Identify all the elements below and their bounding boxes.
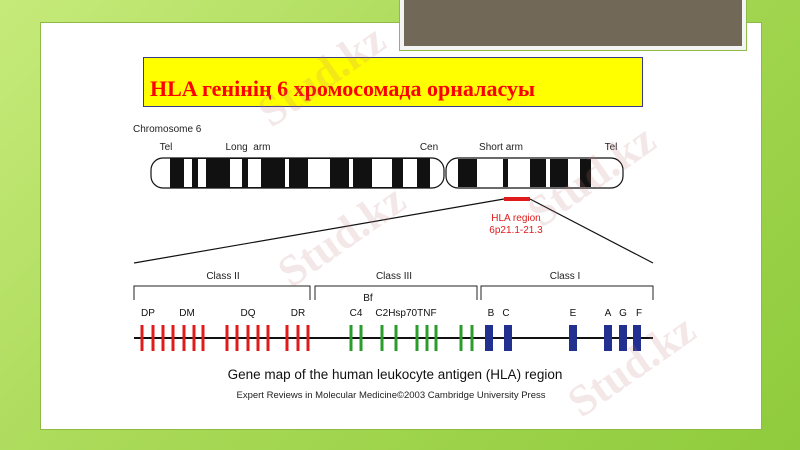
gene-label-dr: DR <box>291 308 305 319</box>
gene-bar <box>604 325 612 351</box>
gene-label-e: E <box>570 308 577 319</box>
gene-label-g: G <box>619 308 627 319</box>
class-ii-label: Class II <box>206 271 239 282</box>
gene-bar <box>380 325 384 351</box>
gene-bar <box>256 325 260 351</box>
band-light <box>308 159 330 187</box>
gene-bar <box>296 325 300 351</box>
figure-credit: Expert Reviews in Molecular Medicine©200… <box>236 390 545 401</box>
band-dark <box>503 159 508 187</box>
band-light <box>198 159 206 187</box>
gene-bar <box>285 325 289 351</box>
gene-bar <box>633 325 641 351</box>
gene-bar <box>201 325 205 351</box>
gene-bar <box>182 325 186 351</box>
band-light <box>184 159 192 187</box>
tel-left-label: Tel <box>160 142 173 153</box>
gene-label-f: F <box>636 308 642 319</box>
band-light <box>230 159 242 187</box>
class-brackets <box>133 285 654 300</box>
band-dark <box>580 159 591 187</box>
gene-label-c4: C4 <box>350 308 363 319</box>
chromosome-label: Chromosome 6 <box>133 124 202 135</box>
gene-label-dm: DM <box>179 308 195 319</box>
gene-bar <box>415 325 419 351</box>
zoom-line-right <box>529 198 654 264</box>
gene-bar <box>192 325 196 351</box>
gene-label-dq: DQ <box>241 308 256 319</box>
band-light <box>372 159 392 187</box>
class-iii-label: Class III <box>376 271 412 282</box>
gene-bar <box>470 325 474 351</box>
bracket-class-ii <box>133 285 311 300</box>
slide-title: HLA генінің 6 хромосомада орналасуы <box>150 76 536 101</box>
gene-label-dp: DP <box>141 308 155 319</box>
figure-caption: Gene map of the human leukocyte antigen … <box>228 367 563 382</box>
bracket-class-i <box>480 285 654 300</box>
gene-bar <box>246 325 250 351</box>
cen-label: Cen <box>420 142 438 153</box>
gene-bar <box>504 325 512 351</box>
gene-label-c2hsp70tnf: C2Hsp70TNF <box>375 308 436 319</box>
gene-label-b: B <box>488 308 495 319</box>
gene-bar <box>459 325 463 351</box>
band-dark <box>550 159 568 187</box>
gene-bar <box>151 325 155 351</box>
class-i-label: Class I <box>550 271 581 282</box>
title-box: HLA генінің 6 хромосомада орналасуы <box>143 57 643 107</box>
gene-label-c: C <box>502 308 509 319</box>
gene-bar <box>140 325 144 351</box>
bracket-class-iii <box>314 285 478 300</box>
gene-bar <box>569 325 577 351</box>
gene-bar <box>225 325 229 351</box>
band-light <box>285 159 289 187</box>
gene-bar <box>349 325 353 351</box>
band-light <box>349 159 353 187</box>
gene-bar <box>425 325 429 351</box>
gene-bar <box>359 325 363 351</box>
gene-label-a: A <box>605 308 612 319</box>
band-dark <box>530 159 546 187</box>
gene-bar <box>235 325 239 351</box>
gene-bar <box>171 325 175 351</box>
long-arm-label: Long arm <box>225 142 270 153</box>
decorative-top-box <box>399 0 747 51</box>
gene-bar <box>434 325 438 351</box>
hla-region-label: HLA region <box>491 213 540 224</box>
band-light <box>403 159 417 187</box>
band-light <box>248 159 261 187</box>
short-arm-label: Short arm <box>479 142 523 153</box>
gene-bar <box>394 325 398 351</box>
gene-label-bf: Bf <box>363 293 373 304</box>
gene-bar <box>485 325 493 351</box>
zoom-line-left <box>133 198 505 264</box>
chromosome-ideogram <box>150 157 624 189</box>
hla-region-band: 6p21.1-21.3 <box>489 225 543 236</box>
hla-region-marker <box>504 197 530 201</box>
tel-right-label: Tel <box>605 142 618 153</box>
band-dark <box>458 159 477 187</box>
gene-bar <box>619 325 627 351</box>
gene-bar <box>266 325 270 351</box>
gene-bar <box>161 325 165 351</box>
gene-bar <box>306 325 310 351</box>
